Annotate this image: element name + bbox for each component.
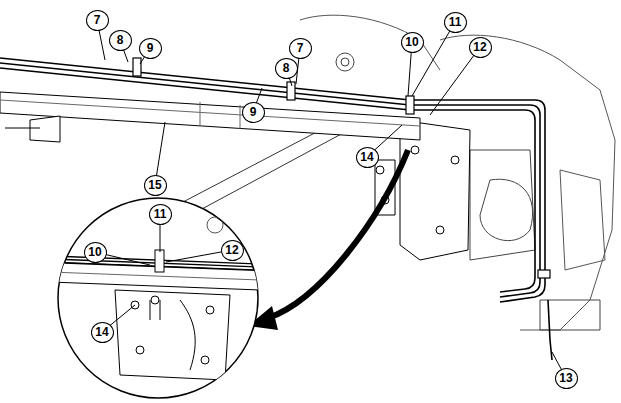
callout-number: 9 xyxy=(139,38,162,59)
callout-number: 9 xyxy=(242,102,265,123)
callout-number: 12 xyxy=(469,37,492,58)
callout-number: 11 xyxy=(149,204,172,225)
detail-inset xyxy=(50,195,260,398)
callout-number: 10 xyxy=(84,242,107,263)
callout-number: 8 xyxy=(275,58,298,79)
detail-arrow xyxy=(248,150,408,330)
callout-number: 14 xyxy=(356,147,379,168)
callout-number: 15 xyxy=(144,175,167,196)
callout-number: 8 xyxy=(109,30,132,51)
callout-number: 10 xyxy=(401,32,424,53)
callout-number: 14 xyxy=(91,322,114,343)
inset-leader-lines xyxy=(95,214,232,332)
frame-parts xyxy=(0,15,615,330)
callout-number: 11 xyxy=(444,12,467,33)
callout-number: 13 xyxy=(555,368,578,389)
callout-number: 12 xyxy=(221,240,244,261)
callout-number: 7 xyxy=(86,10,109,31)
callout-number: 7 xyxy=(289,38,312,59)
